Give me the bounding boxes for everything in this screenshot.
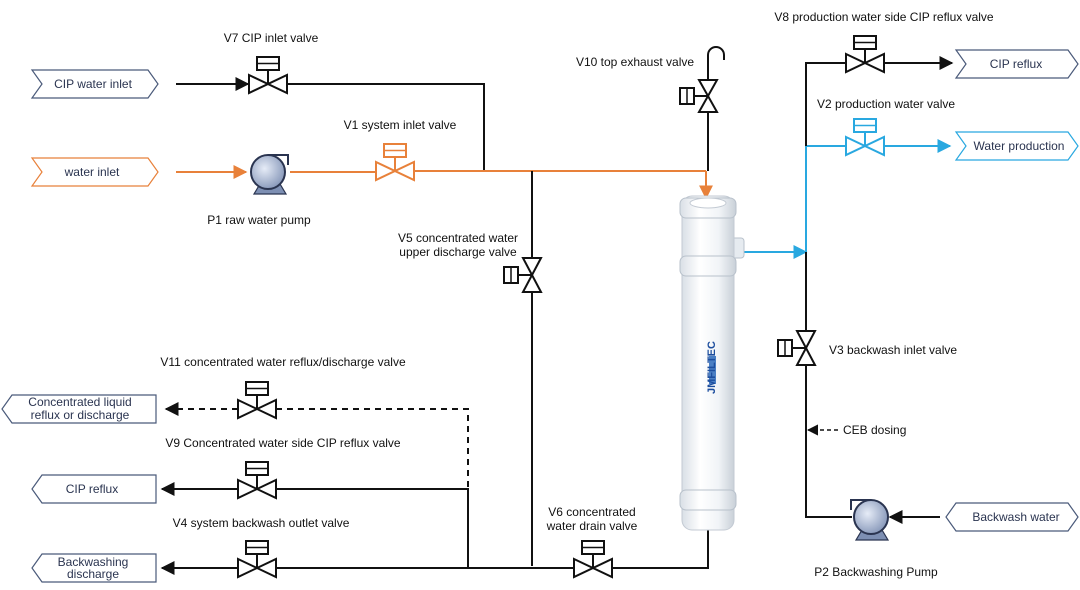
uf-membrane-module: JMFILTEC <box>679 195 745 531</box>
pipe-v9-branch <box>276 488 469 568</box>
port-cip-water-inlet-label: CIP water inlet <box>54 77 132 91</box>
pump-p1[interactable] <box>250 154 289 195</box>
pipe-v11-branch <box>276 408 469 489</box>
port-water-inlet-label: water inlet <box>64 165 120 179</box>
label-v5-line1: V5 concentrated water <box>398 231 518 245</box>
label-p2: P2 Backwashing Pump <box>814 565 938 579</box>
valve-v7[interactable] <box>248 56 288 95</box>
port-backwashing-discharge-line1: Backwashing <box>58 555 129 569</box>
valve-v10[interactable] <box>679 79 719 113</box>
pipe-to-v8 <box>805 62 846 146</box>
port-water-production-label: Water production <box>974 139 1065 153</box>
port-cip-reflux-bottom: CIP reflux <box>31 474 157 504</box>
port-concentrated-liquid: Concentrated liquid reflux or discharge <box>1 394 157 424</box>
label-v7: V7 CIP inlet valve <box>224 31 319 45</box>
module-brand-text: JMFILTEC <box>706 341 718 394</box>
label-v5-line2: upper discharge valve <box>399 245 517 259</box>
port-concentrated-liquid-line2: reflux or discharge <box>31 408 130 422</box>
valve-v6[interactable] <box>573 540 613 579</box>
label-v8: V8 production water side CIP reflux valv… <box>774 10 994 24</box>
pipes <box>160 46 954 575</box>
label-v9: V9 Concentrated water side CIP reflux va… <box>165 436 401 450</box>
label-v6-line1: V6 concentrated <box>548 505 635 519</box>
exhaust-hook <box>707 46 725 62</box>
valve-v9[interactable] <box>237 461 277 500</box>
label-v10: V10 top exhaust valve <box>576 55 694 69</box>
port-cip-water-inlet: CIP water inlet <box>30 69 159 99</box>
valve-v2[interactable] <box>845 118 885 157</box>
pipe-v3-lower <box>805 366 852 518</box>
port-backwashing-discharge-line2: discharge <box>67 567 119 581</box>
valve-v8[interactable] <box>845 35 885 74</box>
label-v4: V4 system backwash outlet valve <box>173 516 350 530</box>
label-v11: V11 concentrated water reflux/discharge … <box>160 355 406 369</box>
valve-v5[interactable] <box>503 257 543 293</box>
port-water-inlet: water inlet <box>30 157 159 187</box>
label-v2: V2 production water valve <box>817 97 955 111</box>
port-tags: CIP water inlet water inlet CIP reflux W… <box>1 49 1079 583</box>
label-p1: P1 raw water pump <box>207 213 311 227</box>
valve-v11[interactable] <box>237 381 277 420</box>
port-backwash-water: Backwash water <box>945 502 1079 532</box>
module-brand-logo: JMFILTEC <box>706 341 718 394</box>
pipe-cip-to-main <box>288 83 485 170</box>
port-cip-reflux-top: CIP reflux <box>954 49 1079 79</box>
label-v3: V3 backwash inlet valve <box>829 343 957 357</box>
port-cip-reflux-bottom-label: CIP reflux <box>66 482 118 496</box>
valve-v3[interactable] <box>777 330 817 366</box>
valves <box>237 35 885 579</box>
valve-v1[interactable] <box>375 143 415 182</box>
label-v6-line2: water drain valve <box>546 519 638 533</box>
pump-p2[interactable] <box>850 499 890 541</box>
label-v1: V1 system inlet valve <box>344 118 457 132</box>
port-concentrated-liquid-line1: Concentrated liquid <box>28 395 131 409</box>
port-backwash-water-label: Backwash water <box>972 510 1059 524</box>
pipe-v6-to-module <box>612 528 709 569</box>
valve-v4[interactable] <box>237 540 277 579</box>
port-cip-reflux-top-label: CIP reflux <box>990 57 1042 71</box>
labels: V7 CIP inlet valve V1 system inlet valve… <box>160 10 994 579</box>
port-backwashing-discharge: Backwashing discharge <box>31 553 157 583</box>
port-water-production: Water production <box>954 131 1079 161</box>
label-ceb-dosing: CEB dosing <box>843 423 906 437</box>
